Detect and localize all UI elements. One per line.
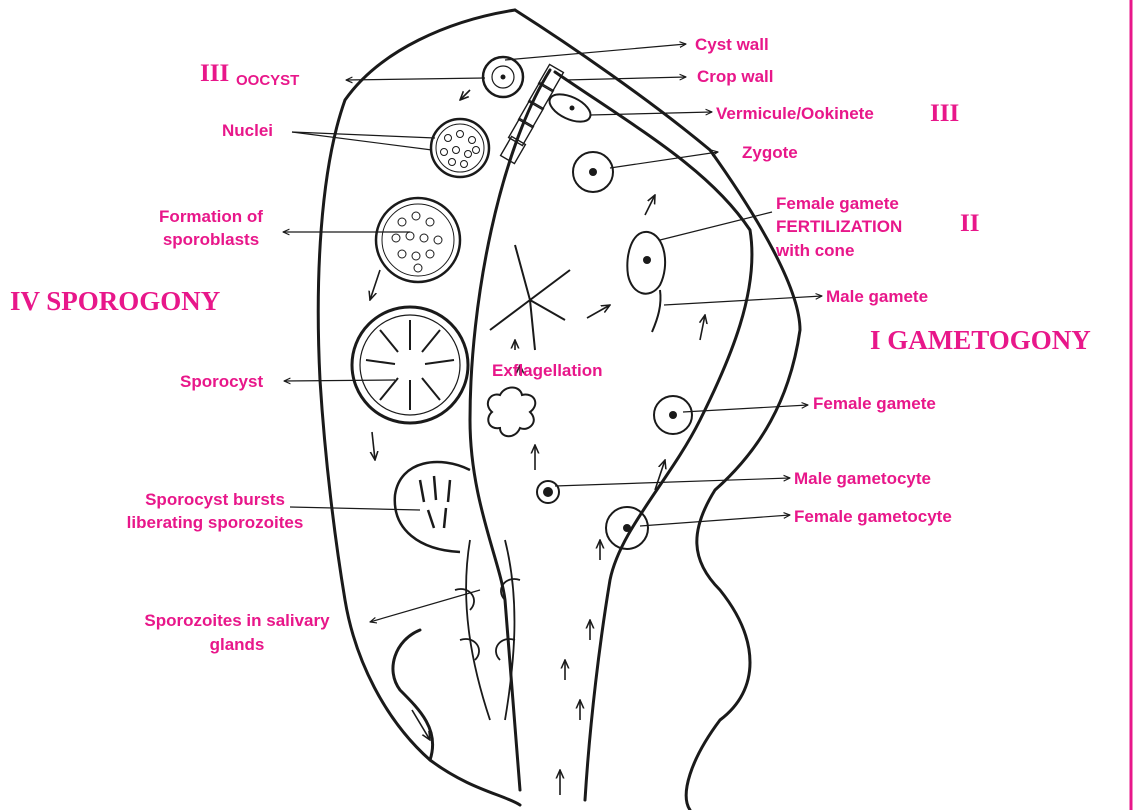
stage-heading-gametogony: I GAMETOGONY xyxy=(870,325,1091,355)
male-gametocyte-rosette xyxy=(488,388,535,437)
label-female-gamete-cone-line1: Female gamete xyxy=(776,193,899,214)
sporocyst-burst xyxy=(395,462,470,552)
oocyst-nuclei xyxy=(431,119,489,177)
label-cyst-wall: Cyst wall xyxy=(695,34,769,55)
label-female-gamete-cone-line3: with cone xyxy=(776,240,854,261)
roman-fertilization: II xyxy=(960,210,979,238)
label-nuclei: Nuclei xyxy=(222,120,273,141)
label-vermicule: Vermicule/Ookinete xyxy=(716,103,874,124)
crop-wall-cells xyxy=(501,64,564,163)
stage-heading-sporogony: IV SPOROGONY xyxy=(10,286,220,316)
female-gametocyte xyxy=(606,507,648,549)
label-crop-wall: Crop wall xyxy=(697,66,774,87)
label-male-gametocyte: Male gametocyte xyxy=(794,468,931,489)
sporocyst xyxy=(352,307,468,423)
label-female-gametocyte: Female gametocyte xyxy=(794,506,952,527)
label-oocyst: OOCYST xyxy=(236,70,299,91)
label-female-gamete: Female gamete xyxy=(813,393,936,414)
leader-lines xyxy=(283,44,822,622)
oocyst-young xyxy=(483,57,523,97)
label-fertilization: FERTILIZATION xyxy=(776,216,902,237)
label-zygote: Zygote xyxy=(742,142,798,163)
female-gamete xyxy=(654,396,692,434)
zygote xyxy=(573,152,613,192)
oocyst-sporoblasts xyxy=(376,198,460,282)
female-gamete-cone xyxy=(627,232,665,332)
label-sporocyst: Sporocyst xyxy=(180,371,263,392)
roman-ookinete: III xyxy=(930,100,959,128)
label-formation-line2: sporoblasts xyxy=(146,229,276,250)
label-salivary-line1: Sporozoites in salivary xyxy=(108,610,366,631)
label-sporocyst-bursts-line2: liberating sporozoites xyxy=(100,512,330,533)
label-male-gamete: Male gamete xyxy=(826,286,928,307)
label-exflagellation: Exflagellation xyxy=(492,360,603,381)
male-gametocyte xyxy=(537,481,559,503)
exflagellation-figure xyxy=(490,245,570,350)
flow-arrows xyxy=(370,90,705,795)
label-formation-line1: Formation of xyxy=(146,206,276,227)
roman-oocyst: III xyxy=(200,60,229,88)
label-salivary-line2: glands xyxy=(108,634,366,655)
label-sporocyst-bursts-line1: Sporocyst bursts xyxy=(100,489,330,510)
salivary-gland xyxy=(455,540,520,720)
